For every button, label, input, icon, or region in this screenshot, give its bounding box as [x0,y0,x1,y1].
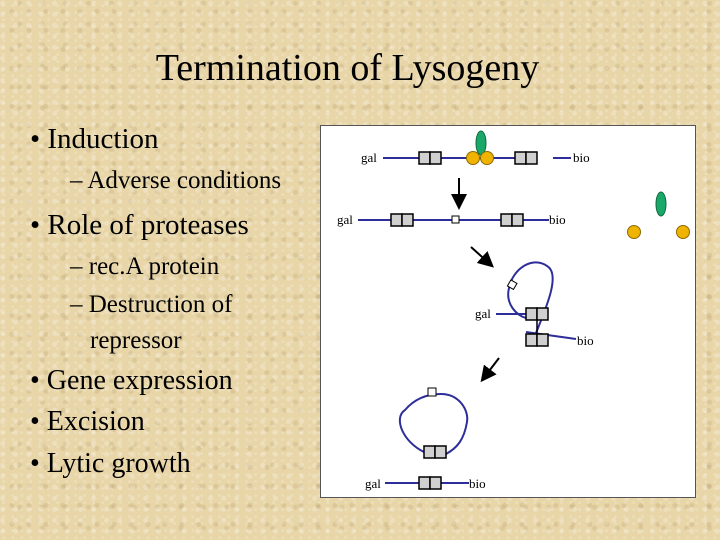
operator-site-icon [451,215,460,224]
loop-dna [507,261,554,334]
phage-circle [398,392,469,455]
bullet-adverse-conditions: – Adverse conditions [70,167,282,194]
prophage-row-1: gal bio [361,130,590,165]
repressor-icon [475,130,487,156]
arrow-diagonal-icon [480,357,500,383]
gene-box [423,445,436,459]
lysogeny-diagram: gal bio gal bio [320,125,696,498]
excision-loop: gal bio [475,261,594,348]
gal-label: gal [365,476,381,491]
released-protease-icon [676,225,690,239]
bio-label: bio [573,150,590,165]
operator-site-icon [506,279,518,291]
gal-label: gal [337,212,353,227]
protease-icon [480,151,494,165]
dna-line [525,331,577,340]
gal-label: gal [475,306,491,321]
released-protease-icon [627,225,641,239]
gene-box [511,213,524,227]
gene-box [401,213,414,227]
bullet-repressor: repressor [90,327,182,354]
gene-box [525,151,538,165]
gene-box [536,307,549,321]
diagram-canvas: gal bio gal bio [337,130,690,491]
gene-box [418,476,431,490]
bio-label: bio [469,476,486,491]
operator-site-icon [427,387,437,397]
gene-box [390,213,403,227]
prophage-row-2: gal bio [337,212,566,227]
gene-box [500,213,513,227]
gene-box [525,307,538,321]
excised-phage: gal bio [365,387,486,491]
gene-box [434,445,447,459]
bio-label: bio [549,212,566,227]
gene-box [429,476,442,490]
gene-box [429,151,442,165]
gene-box [536,333,549,347]
bullet-destruction-of: – Destruction of [70,291,233,318]
gal-label: gal [361,150,377,165]
bio-label: bio [577,333,594,348]
arrow-diagonal-icon [470,246,494,268]
slide-title: Termination of Lysogeny [155,47,540,89]
protease-icon [466,151,480,165]
gene-box [514,151,527,165]
released-repressor-icon [655,191,667,217]
bullet-reca-protein: – rec.A protein [70,253,220,280]
bullet-gene-expression: • Gene expression [30,365,233,396]
gene-box [418,151,431,165]
gene-box [525,333,538,347]
bullet-role-of-proteases: • Role of proteases [30,209,249,241]
bullet-excision: • Excision [30,406,145,437]
bullet-induction: • Induction [30,123,159,155]
bullet-lytic-growth: • Lytic growth [30,448,191,479]
